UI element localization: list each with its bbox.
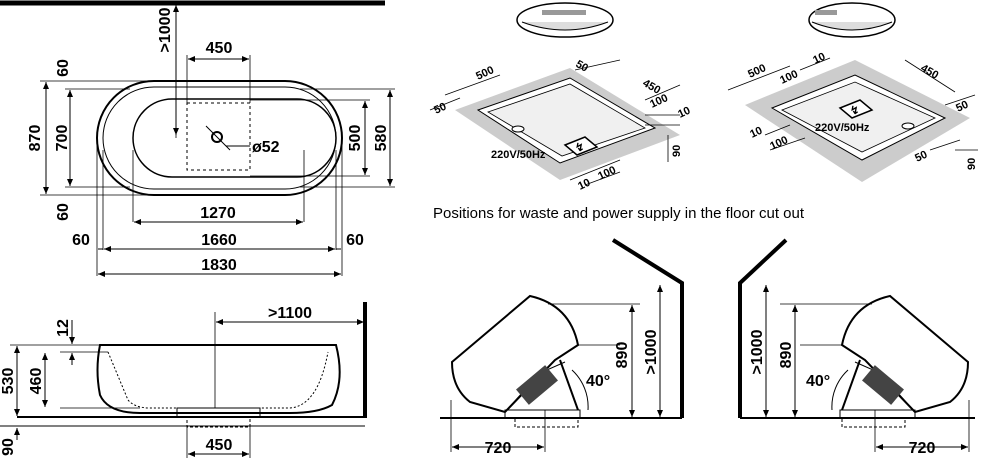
dim-1660: 1660 bbox=[201, 232, 237, 249]
c1-dim-100b: 100 bbox=[596, 164, 618, 183]
c1-dim-50b: 50 bbox=[574, 58, 591, 75]
c2-dim-100b: 100 bbox=[768, 134, 790, 153]
power-box-1 bbox=[563, 136, 599, 156]
c2-dim-450: 450 bbox=[919, 62, 941, 82]
tl-dim-720: 720 bbox=[485, 440, 512, 457]
tr-angle-40: 40° bbox=[806, 373, 830, 390]
dim-bottom-60: 60 bbox=[55, 203, 72, 221]
dim-1270: 1270 bbox=[200, 205, 236, 222]
side-view: 12 >1100 530 460 90 450 bbox=[0, 302, 367, 458]
tilted-bath-1 bbox=[450, 294, 580, 414]
c2-dim-90: 90 bbox=[966, 158, 978, 170]
bath-outer-rim bbox=[96, 80, 343, 196]
c1-power-label: 220V/50Hz bbox=[491, 149, 546, 161]
c2-power-label: 220V/50Hz bbox=[815, 122, 870, 134]
bath-rim bbox=[102, 86, 337, 190]
corner-wall-2 bbox=[738, 238, 788, 418]
cutout-outline bbox=[186, 102, 251, 171]
bath-side-profile bbox=[96, 344, 341, 414]
c1-dim-10: 10 bbox=[676, 105, 692, 121]
dim-length-1830: 1830 bbox=[201, 257, 237, 274]
dim-min-1000: >1000 bbox=[157, 7, 174, 52]
dim-outlet-diameter: ø52 bbox=[252, 139, 280, 156]
power-icon-2: ↯ bbox=[850, 105, 859, 117]
dim-height-530: 530 bbox=[0, 368, 17, 395]
tr-dim-890: 890 bbox=[778, 342, 795, 369]
bath-basin bbox=[132, 98, 337, 178]
dim-left-60: 60 bbox=[72, 232, 90, 249]
cutout-diagram-2: ↯ 500 100 10 450 50 10 100 220V/50Hz 50 … bbox=[727, 2, 978, 182]
dim-min-1100: >1100 bbox=[268, 305, 312, 322]
dim-rim-12: 12 bbox=[55, 319, 72, 337]
tilt-view-right: >1000 890 40° 720 bbox=[738, 238, 975, 457]
power-icon-1: ↯ bbox=[575, 142, 584, 154]
dim-right-60: 60 bbox=[346, 232, 364, 249]
tr-dim-min-1000: >1000 bbox=[749, 329, 766, 374]
c1-dim-100: 100 bbox=[648, 92, 670, 111]
c2-dim-500: 500 bbox=[746, 62, 768, 81]
tr-dim-720: 720 bbox=[909, 440, 936, 457]
dim-700: 700 bbox=[54, 125, 71, 152]
c2-dim-50b: 50 bbox=[913, 149, 929, 165]
plan-view: >1000 450 60 870 700 60 500 580 ø52 1270… bbox=[0, 0, 395, 277]
dim-top-60: 60 bbox=[55, 59, 72, 77]
waste-outlet bbox=[211, 131, 223, 143]
dim-580: 580 bbox=[373, 125, 390, 152]
tl-dim-min-1000: >1000 bbox=[643, 329, 660, 374]
dim-depth-460: 460 bbox=[28, 368, 45, 395]
c2-dim-50: 50 bbox=[954, 99, 970, 115]
dim-cutout-450: 450 bbox=[206, 40, 233, 57]
tl-dim-890: 890 bbox=[614, 342, 631, 369]
bath-mini-icon-1 bbox=[516, 2, 614, 38]
tilt-view-left: 890 >1000 40° 720 bbox=[440, 238, 684, 457]
c1-dim-50: 50 bbox=[432, 101, 448, 117]
c2-dim-10: 10 bbox=[811, 51, 827, 67]
tl-angle-40: 40° bbox=[586, 373, 610, 390]
c1-dim-90: 90 bbox=[671, 145, 683, 157]
bath-mini-icon-2 bbox=[808, 2, 896, 38]
c1-dim-10b: 10 bbox=[576, 177, 592, 193]
dim-floor-90: 90 bbox=[0, 438, 17, 456]
cutout-caption: Positions for waste and power supply in … bbox=[433, 205, 805, 222]
cutout-diagram-1: ↯ 500 50 450 50 100 10 220V/50Hz 90 10 1… bbox=[429, 2, 692, 193]
tilted-bath-2 bbox=[840, 294, 970, 414]
dim-cutout-width-450: 450 bbox=[206, 437, 233, 454]
c1-dim-500: 500 bbox=[474, 64, 496, 83]
c2-dim-10b: 10 bbox=[748, 125, 764, 141]
corner-wall bbox=[611, 238, 684, 418]
dim-width-870: 870 bbox=[27, 125, 44, 152]
dim-500: 500 bbox=[347, 125, 364, 152]
power-box-2 bbox=[838, 99, 874, 119]
